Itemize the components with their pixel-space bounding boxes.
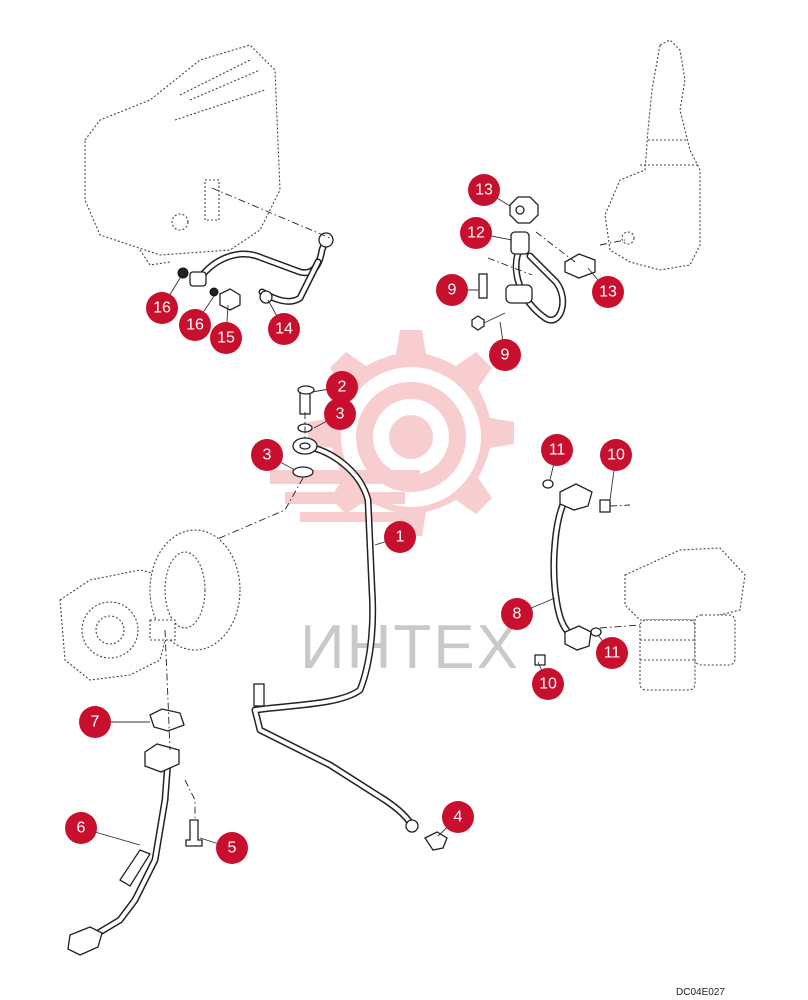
callout-14[interactable]: 14 (268, 313, 300, 345)
watermark-gear-logo (270, 330, 514, 536)
callout-3[interactable]: 3 (324, 398, 356, 430)
callout-10[interactable]: 10 (532, 668, 564, 700)
oil-pipe-8 (534, 479, 641, 666)
callout-8[interactable]: 8 (501, 598, 533, 630)
callout-label: 2 (338, 379, 347, 396)
callout-label: 14 (275, 321, 293, 338)
callout-label: 11 (604, 645, 621, 662)
callout-7[interactable]: 7 (79, 706, 111, 738)
callout-label: 13 (599, 284, 617, 301)
callout-5[interactable]: 5 (216, 832, 248, 864)
callout-label: 12 (467, 225, 485, 242)
callout-label: 5 (228, 840, 237, 857)
callout-label: 9 (501, 347, 510, 364)
callout-1[interactable]: 1 (384, 521, 416, 553)
callout-label: 4 (454, 809, 463, 826)
callout-13[interactable]: 13 (592, 276, 624, 308)
callout-label: 6 (77, 820, 86, 837)
callout-13[interactable]: 13 (468, 174, 500, 206)
oil-filter-head-outline (604, 39, 701, 271)
callout-label: 16 (153, 300, 171, 317)
callout-label: 10 (607, 447, 625, 464)
watermark-text: ИНТЕХ (300, 613, 520, 682)
callout-9[interactable]: 9 (436, 274, 468, 306)
callout-11[interactable]: 11 (596, 637, 628, 669)
oil-pipe-6 (67, 629, 203, 956)
callout-label: 11 (549, 442, 566, 459)
callout-12[interactable]: 12 (460, 217, 492, 249)
turbocharger-outline (59, 529, 241, 681)
callout-9[interactable]: 9 (489, 339, 521, 371)
callout-16[interactable]: 16 (146, 292, 178, 324)
drawing-code: DC04E027 (676, 987, 725, 998)
oil-pipe-12 (471, 196, 626, 331)
callout-label: 13 (475, 182, 493, 199)
oil-filter-outline (624, 547, 746, 691)
callout-label: 3 (336, 406, 345, 423)
callout-3[interactable]: 3 (251, 439, 283, 471)
callout-label: 10 (539, 676, 557, 693)
callout-2[interactable]: 2 (326, 371, 358, 403)
callout-16[interactable]: 16 (179, 309, 211, 341)
callout-label: 7 (91, 714, 100, 731)
callout-11[interactable]: 11 (541, 434, 573, 466)
injection-pump-outline (84, 44, 281, 266)
callout-label: 15 (217, 330, 235, 347)
oil-pipe-14 (177, 187, 334, 311)
callout-10[interactable]: 10 (600, 439, 632, 471)
callout-label: 8 (513, 606, 522, 623)
oil-pipe-1 (179, 385, 448, 851)
callout-4[interactable]: 4 (442, 801, 474, 833)
callout-label: 3 (263, 447, 272, 464)
callout-label: 9 (448, 282, 457, 299)
callout-15[interactable]: 15 (210, 322, 242, 354)
callout-label: 1 (396, 529, 405, 546)
callout-6[interactable]: 6 (65, 812, 97, 844)
callout-label: 16 (186, 317, 204, 334)
